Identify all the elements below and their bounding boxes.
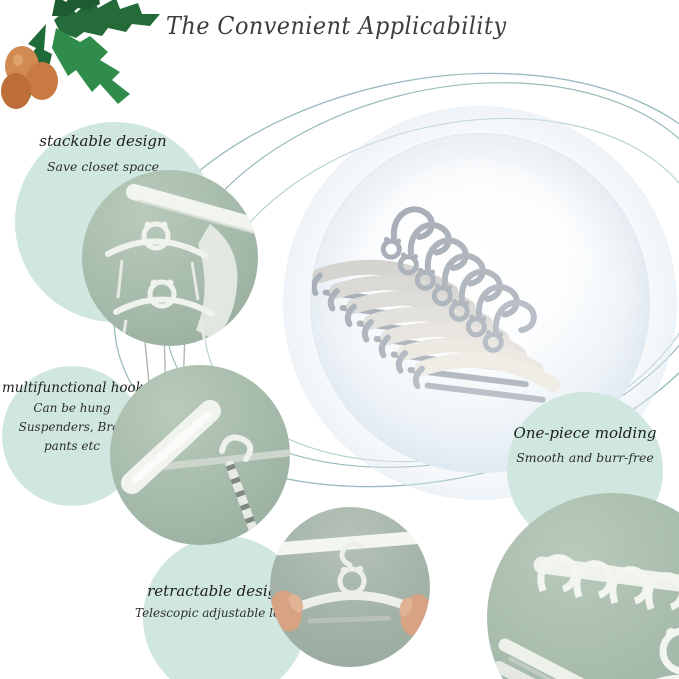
callout-line: Save closet space — [46, 159, 160, 174]
hook-closeup-image — [121, 400, 290, 545]
palm-tree-icon — [1, 0, 160, 109]
callout-line: Can be hung — [33, 401, 111, 415]
callout-heading: retractable design — [147, 582, 287, 600]
photo-stacked-hangers — [82, 170, 258, 346]
photo-hook-closeup — [110, 365, 290, 545]
hanger-hook — [339, 541, 363, 568]
callout-line: Smooth and burr-free — [516, 450, 654, 465]
callout-line: Suspenders, Bras — [18, 420, 126, 434]
hangers-on-rod-image — [493, 554, 679, 679]
callout-heading: One-piece molding — [513, 424, 657, 442]
hanger-shoulders — [293, 590, 409, 612]
callout-line: pants etc — [43, 439, 100, 453]
callout-heading: stackable design — [39, 132, 167, 150]
stacked-hangers-image — [105, 184, 258, 346]
photo-hands-stretching-hanger — [270, 507, 430, 667]
hanger-bar — [307, 615, 391, 624]
side-hook — [219, 434, 254, 462]
page-title: The Convenient Applicability — [166, 12, 507, 40]
ring-hook — [659, 627, 679, 675]
hands-stretching-image — [270, 530, 430, 636]
callout-heading: multifunctional hook — [2, 380, 144, 396]
closet-rod — [126, 184, 258, 235]
callout-line: Telescopic adjustable length — [135, 606, 309, 620]
